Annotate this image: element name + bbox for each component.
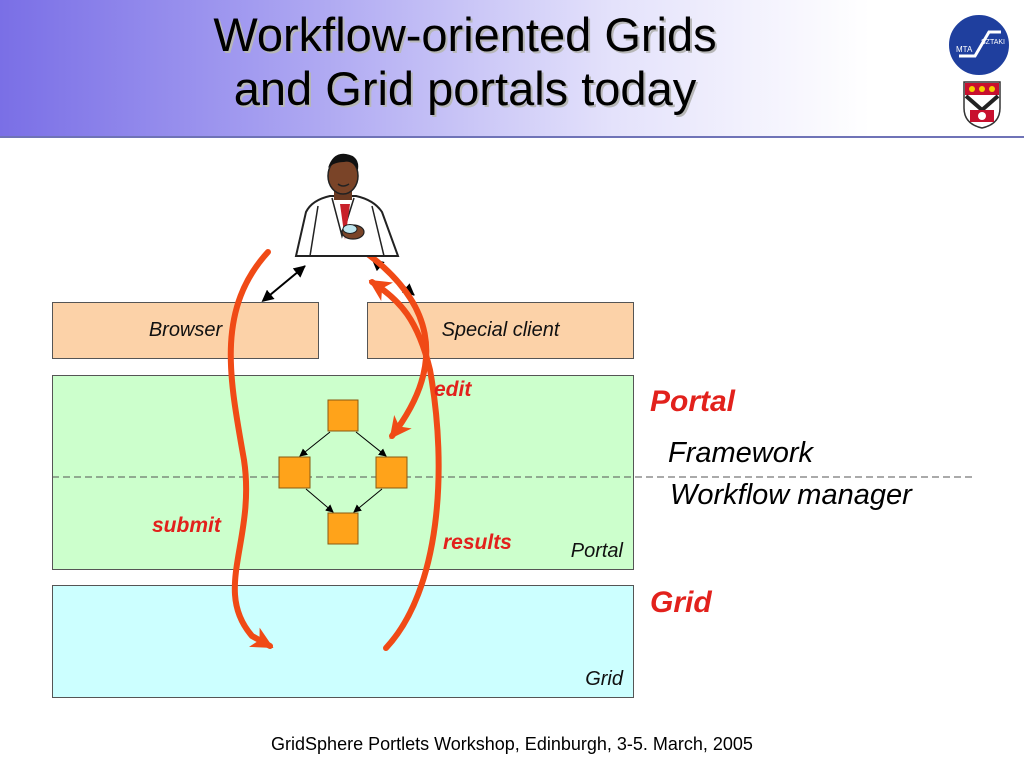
mta-sztaki-logo: MTA SZTAKI	[947, 13, 1011, 77]
title-line-1: Workflow-oriented Grids	[213, 8, 717, 61]
user-browser-arrow	[261, 265, 306, 303]
grid-box-label: Grid	[585, 668, 623, 690]
workflow-graph	[278, 399, 408, 545]
browser-box: Browser	[52, 302, 319, 359]
portal-heading: Portal	[650, 385, 736, 418]
scientist-user-icon	[294, 153, 400, 257]
special-client-label: Special client	[441, 319, 560, 341]
workflow-manager-label: Workflow manager	[670, 479, 912, 511]
workflow-node-right	[375, 456, 408, 489]
slide-footer: GridSphere Portlets Workshop, Edinburgh,…	[271, 734, 753, 754]
workflow-node-top	[327, 399, 359, 432]
special-client-box: Special client	[367, 302, 634, 359]
edinburgh-crest-icon	[963, 81, 1001, 129]
portal-box-label: Portal	[570, 540, 623, 562]
logo-sztaki-text: SZTAKI	[981, 39, 1005, 46]
grid-heading: Grid	[650, 586, 712, 619]
results-flow-label: results	[443, 531, 512, 554]
header-band	[0, 0, 1024, 138]
slide-title: Workflow-oriented Grids and Grid portals…	[80, 8, 850, 116]
workflow-node-bottom	[327, 512, 359, 545]
header-rule	[0, 136, 1024, 138]
grid-box: Grid	[52, 585, 634, 698]
workflow-node-left	[278, 456, 311, 489]
logo-mta-text: MTA	[956, 45, 973, 54]
results-flow-arrow	[368, 279, 442, 651]
edit-flow-arrow	[362, 249, 430, 440]
framework-label: Framework	[668, 437, 814, 469]
submit-flow-arrow	[227, 249, 274, 649]
title-line-2: and Grid portals today	[233, 62, 697, 115]
browser-label: Browser	[148, 319, 223, 341]
edit-flow-label: edit	[434, 378, 472, 401]
submit-flow-label: submit	[152, 514, 221, 537]
